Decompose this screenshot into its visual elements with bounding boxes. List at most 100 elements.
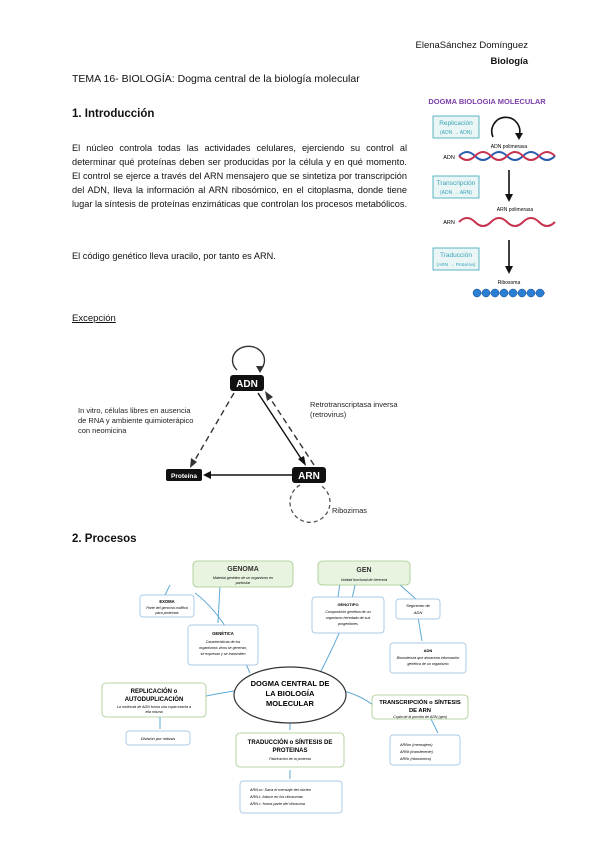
dna-strand-2: [458, 151, 556, 161]
transcription-arrowhead: [505, 194, 513, 202]
adn-to-arn-arrow: [257, 392, 305, 464]
arn-to-adn-arrowhead: [265, 391, 273, 401]
arn-types-box: [389, 734, 461, 766]
replicacion-desc-2: ella misma: [145, 710, 162, 714]
intro-heading: 1. Introducción: [72, 108, 155, 120]
replication-box: [432, 115, 480, 139]
traduccion-title-1: TRADUCCIÓN o SÍNTESIS DE: [248, 738, 333, 746]
adn-node: [230, 375, 264, 391]
replication-arrowhead: [515, 133, 523, 140]
genotipo-desc-3: progenitores: [337, 622, 358, 626]
protein-chain: [472, 288, 545, 298]
document-title: TEMA 16- BIOLOGÍA: Dogma central de la b…: [72, 73, 360, 85]
transcripcion-desc: Copia de la porción de ADN (gen): [393, 715, 447, 719]
exoma-box: [139, 594, 195, 618]
gen-box: [317, 560, 411, 586]
adn-to-arn-arrowhead: [298, 456, 306, 466]
central-node-line-3: MOLECULAR: [266, 699, 314, 708]
transcription-sub: (ADN → ARN): [440, 190, 472, 196]
adn-self-loop: [231, 345, 266, 371]
central-dogma-node: [233, 666, 347, 724]
genoma-desc-2: particular: [235, 581, 252, 585]
arn-type-1: ARNm (mensajero): [399, 743, 433, 747]
traduccion-box: [235, 732, 345, 768]
arn-type-2: ARNt (transferente): [399, 750, 434, 754]
translation-arrowhead: [505, 266, 513, 274]
exoma-desc-1: Parte del genoma codifica: [146, 606, 188, 610]
translation-label: Traducción: [440, 252, 472, 259]
arn-to-adn-dashed-arrow: [267, 394, 315, 466]
exoma-desc-2: para proteínas: [154, 611, 178, 615]
traduccion-desc: Fabricación de la proteína: [269, 757, 311, 761]
exoma-title: EXOMA: [159, 599, 174, 604]
adn-polimerasa-label: ADN polimerasa: [491, 144, 528, 150]
genoma-desc-1: Material genético de un organismo en: [213, 576, 273, 580]
subject-name: Biología: [490, 56, 528, 67]
traduccion-title-2: PROTEINAS: [272, 748, 307, 754]
gen-title: GEN: [356, 567, 371, 574]
ribozimas-label: Ribozimas: [332, 506, 367, 515]
transcription-box: [432, 175, 480, 199]
arn-self-loop-dashed: [289, 484, 331, 523]
adn-node-label: ADN: [236, 379, 258, 390]
translation-box: [432, 247, 480, 271]
intro-paragraph: El núcleo controla todas las actividades…: [72, 143, 408, 209]
rna-strand: [458, 217, 556, 227]
invitro-label-3: con neomicina: [78, 426, 127, 435]
adn-to-proteina-dashed-arrow: [191, 392, 235, 466]
transcripcion-box: [371, 694, 469, 720]
arn-roles-box: [239, 780, 343, 814]
genetica-desc-2: organismos vivos se generan,: [199, 646, 247, 650]
replicacion-title-2: AUTODUPLICACIÓN: [125, 695, 184, 703]
arn-type-3: ARNr (ribosómico): [399, 757, 432, 761]
replicacion-desc-1: La molécula de ADN forma una copia exact…: [117, 705, 191, 709]
intro-paragraph-2: El código genético lleva uracilo, por ta…: [72, 251, 276, 261]
segmento-label-1: Segmento de: [406, 603, 431, 608]
genetica-desc-1: Características de los: [206, 640, 241, 644]
adn-loop-arrowhead: [256, 366, 264, 373]
proteina-node-label: Proteína: [171, 473, 197, 480]
arn-label: ARN: [443, 220, 455, 226]
exception-heading: Excepción: [72, 313, 116, 324]
gen-desc: Unidad funcional de herencia: [341, 578, 388, 582]
central-node-line-1: DOGMA CENTRAL DE: [251, 679, 330, 688]
genetica-title: GENÉTICA: [212, 631, 234, 636]
arn-polimerasa-label: ARN polimerasa: [497, 207, 534, 213]
arn-node-label: ARN: [298, 471, 320, 482]
genotipo-desc-1: Composición genética de un: [325, 610, 370, 614]
translation-sub: (ARN → Proteína): [437, 262, 476, 268]
genotipo-box: [311, 596, 385, 634]
arn-role-1: ARN-m: Saca el mensaje del núcleo: [249, 788, 311, 792]
division-box: [125, 730, 191, 746]
genetica-box: [187, 624, 259, 666]
invitro-label-2: de RNA y ambiente quimioterápico: [78, 416, 193, 425]
author-header: ElenaSánchez Domínguez Biología: [416, 38, 529, 70]
retro-label-2: (retrovirus): [310, 410, 347, 419]
replication-label: Replicación: [439, 120, 473, 127]
arn-role-2: ARN-t: Aduce en los ribosomas: [249, 795, 303, 799]
segmento-box: [395, 598, 441, 620]
replication-sub: (ADN → ADN): [440, 130, 472, 136]
division-label: División por mitosis: [141, 736, 175, 741]
transcription-label: Transcripción: [437, 180, 476, 187]
invitro-label-1: In vitro, células libres en ausencia: [78, 406, 191, 415]
arn-role-3: ARN-r: forma parte del ribosoma: [249, 802, 305, 806]
adn-info-title: ADN: [424, 648, 433, 653]
adn-info-desc-1: Biomolécula que almacena información: [397, 656, 460, 660]
adn-info-box: [389, 642, 467, 674]
genotipo-desc-2: organismo heredado de sus: [326, 616, 371, 620]
arn-to-proteina-arrowhead: [203, 471, 211, 479]
retro-label-1: Retrotranscriptasa inversa: [310, 400, 398, 409]
ribosoma-label: Ribosoma: [498, 280, 521, 286]
dogma-figure: DOGMA BIOLOGIA MOLECULAR Replicación (AD…: [428, 97, 556, 298]
replicacion-box: [101, 682, 207, 718]
adn-label: ADN: [443, 155, 455, 161]
adn-info-desc-2: genética de un organismo: [407, 662, 448, 666]
genotipo-title: GENOTIPO: [337, 602, 358, 607]
genoma-box: [192, 560, 294, 588]
segmento-label-2: ADN: [413, 610, 423, 615]
transcripcion-title-2: DE ARN: [409, 708, 431, 714]
replicacion-title-1: REPLICACIÓN o: [131, 687, 178, 695]
genoma-title: GENOMA: [227, 566, 259, 573]
replication-loop-arrow: [491, 116, 521, 138]
